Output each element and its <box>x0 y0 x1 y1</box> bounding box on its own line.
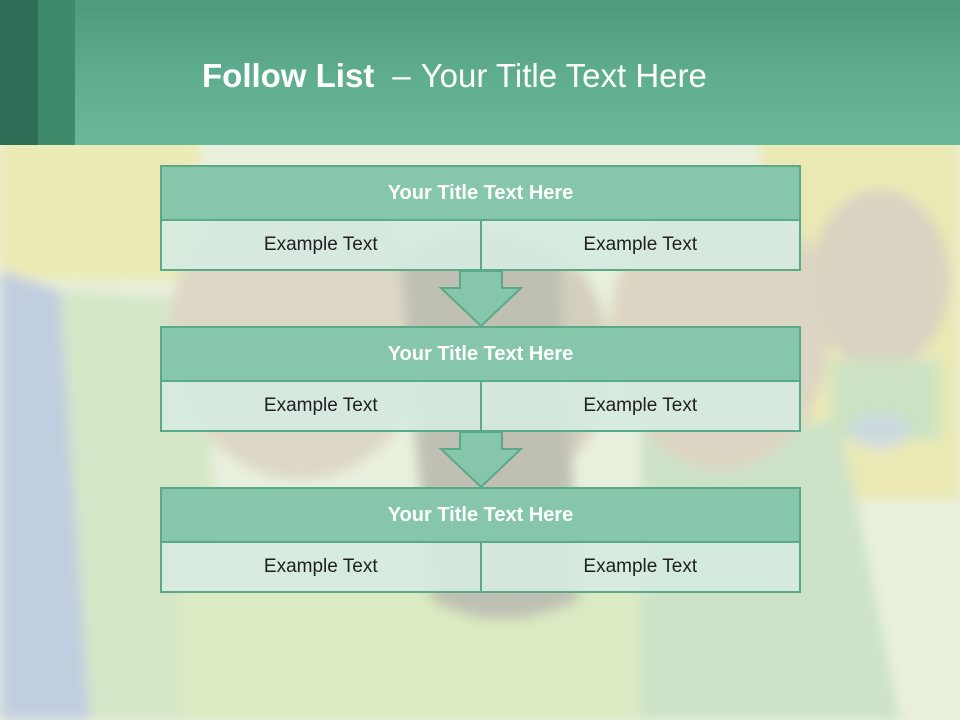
block-cell-right: Example Text <box>479 221 799 269</box>
header-accent-strip <box>38 0 75 145</box>
slide-title-separator: – <box>392 57 411 94</box>
slide-title: Follow List–Your Title Text Here <box>202 52 707 102</box>
block-row: Example Text Example Text <box>160 543 801 593</box>
block-cell-right: Example Text <box>479 543 799 591</box>
block-cell-right: Example Text <box>479 382 799 430</box>
block-title: Your Title Text Here <box>160 165 801 221</box>
block-cell-left: Example Text <box>162 382 480 430</box>
list-block: Your Title Text Here Example Text Exampl… <box>160 165 801 271</box>
block-cell-left: Example Text <box>162 221 480 269</box>
block-cell-left: Example Text <box>162 543 480 591</box>
header-accent-strip <box>0 0 38 145</box>
down-arrow-icon <box>438 431 524 489</box>
slide-header: Follow List–Your Title Text Here <box>0 0 960 145</box>
slide-title-bold: Follow List <box>202 57 375 94</box>
block-row: Example Text Example Text <box>160 382 801 432</box>
block-row: Example Text Example Text <box>160 221 801 271</box>
block-title: Your Title Text Here <box>160 487 801 543</box>
down-arrow-icon <box>438 270 524 328</box>
block-title: Your Title Text Here <box>160 326 801 382</box>
list-block: Your Title Text Here Example Text Exampl… <box>160 487 801 593</box>
slide-title-rest: Your Title Text Here <box>420 57 707 94</box>
list-block: Your Title Text Here Example Text Exampl… <box>160 326 801 432</box>
